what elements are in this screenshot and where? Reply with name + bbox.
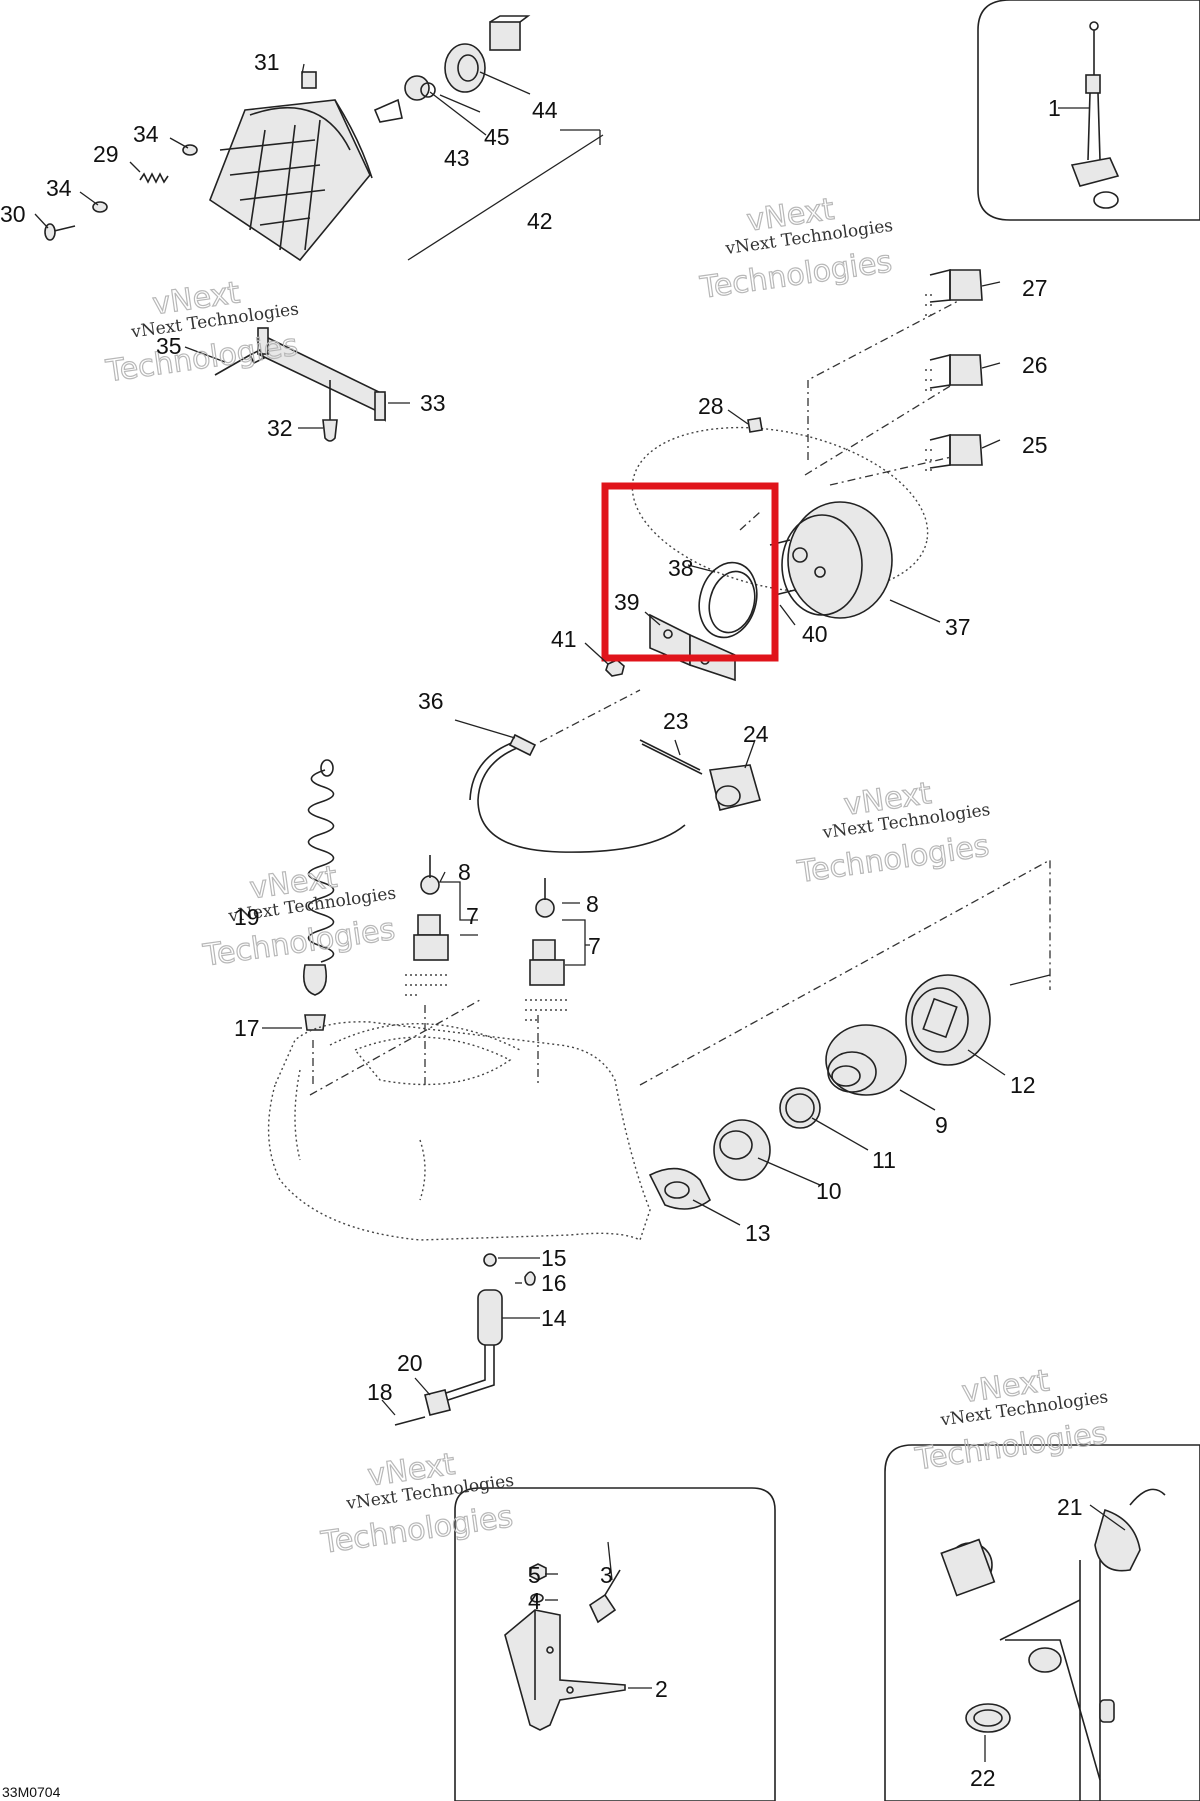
leader-lines: [34, 63, 1126, 1762]
switches-7-8: [405, 855, 567, 1021]
callout-45: 45: [484, 124, 510, 150]
callout-7a: 7: [466, 903, 479, 929]
callout-labels: 1 2 3 4 5 7 7 8 8 9 10 11 12 13 14 15 16…: [0, 49, 1083, 1800]
headlamp-assembly: [44, 15, 604, 262]
callout-36: 36: [418, 688, 444, 714]
watermark-mid-left: vNext vNext Technologies Technologies: [200, 859, 398, 974]
callout-31: 31: [254, 49, 280, 75]
callout-33: 33: [420, 390, 446, 416]
gauge-area: [605, 268, 983, 682]
lamp-holder: [394, 1253, 536, 1426]
callout-26: 26: [1022, 352, 1048, 378]
callout-29: 29: [93, 141, 119, 167]
watermark-bottom-right: vNext vNext Technologies Technologies: [912, 1363, 1110, 1478]
callout-30: 30: [0, 201, 26, 227]
callout-42: 42: [527, 208, 553, 234]
highlight-box: [601, 482, 779, 662]
inset-parts-2-5: [454, 1487, 776, 1801]
callout-13: 13: [745, 1220, 771, 1246]
callout-15: 15: [541, 1245, 567, 1271]
coil-cord-19: [302, 759, 335, 1031]
callout-16: 16: [541, 1270, 567, 1296]
callout-34b: 34: [46, 175, 72, 201]
callout-7b: 7: [588, 933, 601, 959]
diagram-code: 33M0704: [2, 1784, 61, 1800]
callout-18: 18: [367, 1379, 393, 1405]
callout-38: 38: [668, 555, 694, 581]
callout-9: 9: [935, 1112, 948, 1138]
callout-44: 44: [532, 97, 558, 123]
callout-37: 37: [945, 614, 971, 640]
inset-part-1: [977, 0, 1200, 221]
callout-1: 1: [1048, 95, 1061, 121]
callout-35: 35: [156, 333, 182, 359]
bracket-33: [214, 327, 386, 442]
callout-28: 28: [698, 393, 724, 419]
watermark-top-left: vNext vNext Technologies Technologies: [103, 275, 301, 390]
callout-14: 14: [541, 1305, 567, 1331]
callout-21: 21: [1057, 1494, 1083, 1520]
callout-12: 12: [1010, 1072, 1036, 1098]
callout-8a: 8: [458, 859, 471, 885]
callout-43: 43: [444, 145, 470, 171]
callout-32: 32: [267, 415, 293, 441]
callout-27: 27: [1022, 275, 1048, 301]
watermark-mid-right: vNext vNext Technologies Technologies: [794, 775, 992, 890]
inset-parts-21-22: [884, 1444, 1200, 1801]
cable-assembly: [469, 689, 761, 853]
callout-8b: 8: [586, 891, 599, 917]
callout-3: 3: [600, 1562, 613, 1588]
callout-34a: 34: [133, 121, 159, 147]
callout-39: 39: [614, 589, 640, 615]
callout-17: 17: [234, 1015, 260, 1041]
callout-40: 40: [802, 621, 828, 647]
callout-2: 2: [655, 1676, 668, 1702]
callout-4: 4: [528, 1588, 541, 1614]
dashboard-console: [267, 858, 1051, 1241]
callout-41: 41: [551, 626, 577, 652]
callout-25: 25: [1022, 432, 1048, 458]
callout-11: 11: [872, 1147, 896, 1173]
watermark-bottom-left: vNext vNext Technologies Technologies: [318, 1446, 516, 1561]
callout-20: 20: [397, 1350, 423, 1376]
callout-24: 24: [743, 721, 769, 747]
watermark-top-right: vNext vNext Technologies Technologies: [697, 191, 895, 306]
callout-5: 5: [528, 1562, 541, 1588]
callout-10: 10: [816, 1178, 842, 1204]
callout-22: 22: [970, 1765, 996, 1791]
callout-19: 19: [234, 904, 260, 930]
callout-23: 23: [663, 708, 689, 734]
ignition-parts: [648, 974, 991, 1210]
